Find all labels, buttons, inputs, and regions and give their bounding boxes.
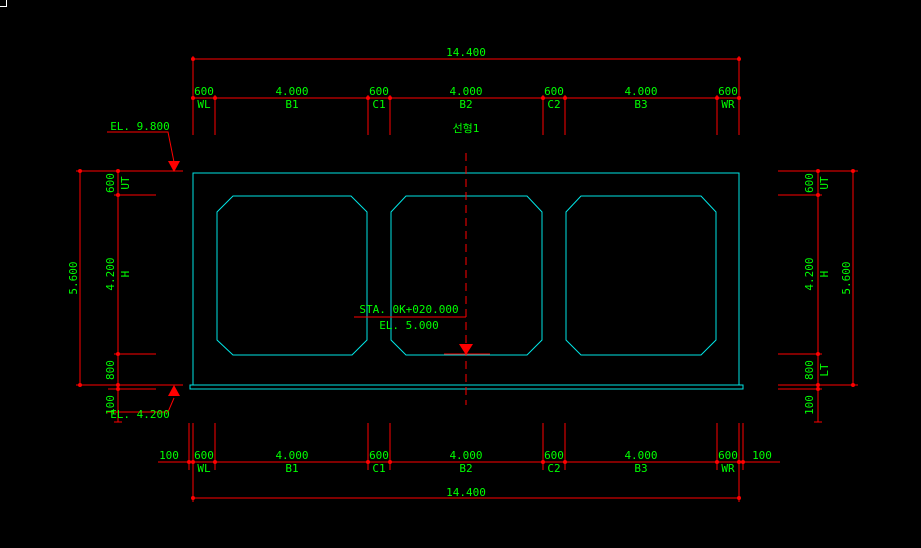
el-bottom-label: EL. 4.200 — [110, 408, 170, 421]
top-label-c1: C1 — [372, 98, 385, 111]
bottom-label-c1: C1 — [372, 462, 385, 475]
bottom-label-b2: B2 — [459, 462, 472, 475]
top-dim-wr: 600 — [718, 85, 738, 98]
center-el-marker — [459, 344, 473, 355]
bottom-dim-c1: 600 — [369, 449, 389, 462]
bottom-label-c2: C2 — [547, 462, 560, 475]
bottom-total-dim: 14.400 — [446, 486, 486, 499]
top-dim-c2: 600 — [544, 85, 564, 98]
top-label-b3: B3 — [634, 98, 647, 111]
bottom-dim-b2: 4.000 — [449, 449, 482, 462]
bottom-dim-wr: 600 — [718, 449, 738, 462]
top-dimensions — [191, 56, 741, 135]
right-dim-h: 4.200 — [803, 257, 816, 290]
left-total-dim: 5.600 — [67, 261, 80, 294]
el-center-label: EL. 5.000 — [379, 319, 439, 332]
top-dim-c1: 600 — [369, 85, 389, 98]
cell-b1 — [216, 195, 368, 356]
bottom-label-wl: WL — [197, 462, 211, 475]
base-slab — [189, 384, 744, 390]
el-top-marker — [168, 161, 180, 172]
top-dim-wl: 600 — [194, 85, 214, 98]
bottom-dim-b3: 4.000 — [624, 449, 657, 462]
right-dim-base: 100 — [803, 395, 816, 415]
top-dim-b2: 4.000 — [449, 85, 482, 98]
cell-b2 — [390, 195, 543, 356]
bottom-label-b1: B1 — [285, 462, 298, 475]
bottom-extra-right: 100 — [752, 449, 772, 462]
right-dim-lt: 800 — [803, 360, 816, 380]
top-label-b1: B1 — [285, 98, 298, 111]
left-label-h: H — [119, 271, 132, 278]
bottom-dim-c2: 600 — [544, 449, 564, 462]
bottom-dimensions — [158, 423, 780, 502]
top-dim-b1: 4.000 — [275, 85, 308, 98]
alignment-name: 선형1 — [453, 122, 480, 135]
right-label-ut: UT — [818, 176, 831, 190]
right-dim-ut: 600 — [803, 173, 816, 193]
top-total-dim: 14.400 — [446, 46, 486, 59]
bottom-label-b3: B3 — [634, 462, 647, 475]
bottom-label-wr: WR — [721, 462, 735, 475]
viewport-corner-mark — [0, 0, 7, 7]
bottom-dim-b1: 4.000 — [275, 449, 308, 462]
el-top-label: EL. 9.800 — [110, 120, 170, 133]
top-label-c2: C2 — [547, 98, 560, 111]
right-label-h: H — [818, 271, 831, 278]
left-dim-h: 4.200 — [104, 257, 117, 290]
left-dim-lt: 800 — [104, 360, 117, 380]
bottom-extra-left: 100 — [159, 449, 179, 462]
top-label-b2: B2 — [459, 98, 472, 111]
left-dimensions — [76, 131, 183, 423]
top-label-wl: WL — [197, 98, 211, 111]
right-label-lt: LT — [818, 363, 831, 377]
top-dim-b3: 4.000 — [624, 85, 657, 98]
station-label: STA. 0K+020.000 — [359, 303, 458, 316]
top-label-wr: WR — [721, 98, 735, 111]
bottom-dim-wl: 600 — [194, 449, 214, 462]
cell-b3 — [565, 195, 717, 356]
culvert-outline — [189, 172, 744, 390]
left-dim-ut: 600 — [104, 173, 117, 193]
left-dim-base: 100 — [104, 395, 117, 415]
el-bottom-marker — [168, 385, 180, 396]
right-total-dim: 5.600 — [840, 261, 853, 294]
right-dimensions — [778, 169, 858, 423]
left-label-ut: UT — [119, 176, 132, 190]
